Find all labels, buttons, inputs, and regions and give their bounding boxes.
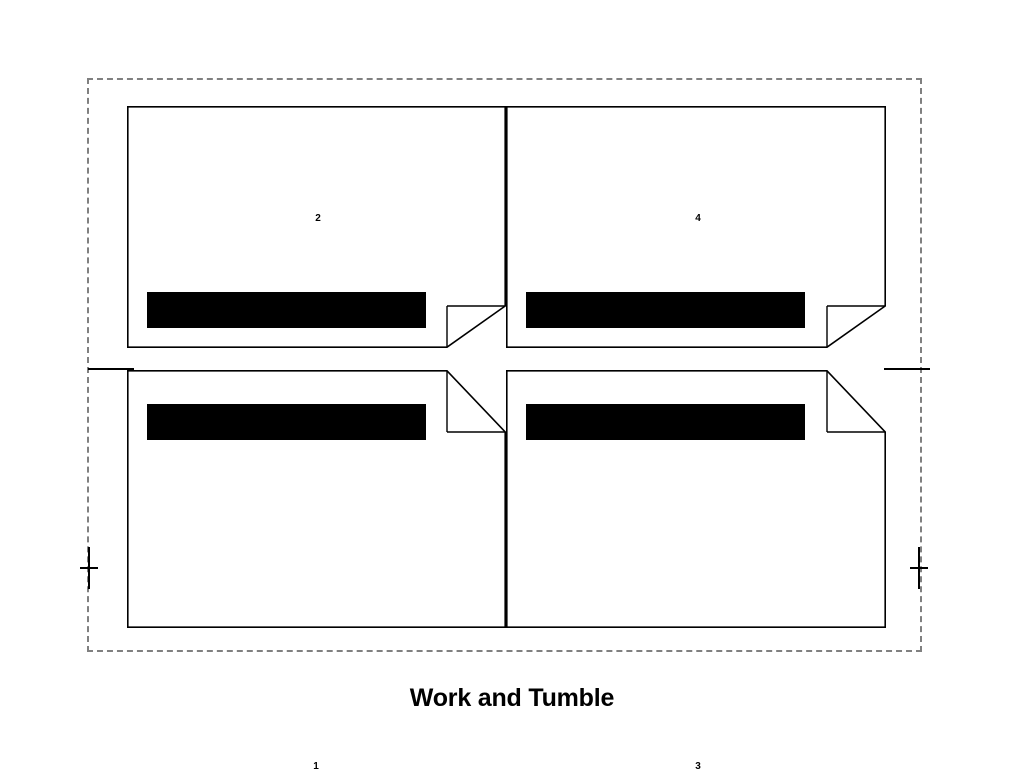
registration-cross-horizontal	[910, 567, 928, 569]
page-panel-3[interactable]: 3	[506, 370, 886, 772]
fold-mark-right	[884, 368, 930, 370]
page-number-label-2: 2	[315, 213, 321, 224]
page-number-label-1: 1	[313, 761, 319, 772]
content-bar-3	[526, 404, 805, 440]
registration-cross-right	[908, 547, 930, 589]
content-bar-1	[147, 404, 426, 440]
press-sheet-boundary	[87, 78, 922, 652]
page-outline-2-svg	[127, 106, 506, 348]
page-outline-4	[507, 107, 885, 347]
page-number-label-3: 3	[695, 761, 701, 772]
page-panel-1[interactable]: 1	[127, 370, 506, 772]
registration-cross-left	[78, 547, 100, 589]
page-panel-4[interactable]: 4	[506, 106, 886, 348]
fold-mark-left	[88, 368, 134, 370]
page-panel-2[interactable]: 2	[127, 106, 506, 348]
page-number-label-4: 4	[695, 213, 701, 224]
content-bar-2	[147, 292, 426, 328]
page-fold-corner-4	[827, 306, 885, 347]
page-outline-4-svg	[506, 106, 886, 348]
page-fold-corner-3	[827, 371, 885, 432]
page-fold-corner-1	[447, 371, 505, 432]
content-bar-4	[526, 292, 805, 328]
diagram-caption: Work and Tumble	[409, 684, 615, 712]
page-outline-2	[128, 107, 505, 347]
page-panel-grid: 2 4 1 3	[127, 106, 886, 772]
page-fold-corner-2	[447, 306, 505, 347]
registration-cross-horizontal	[80, 567, 98, 569]
